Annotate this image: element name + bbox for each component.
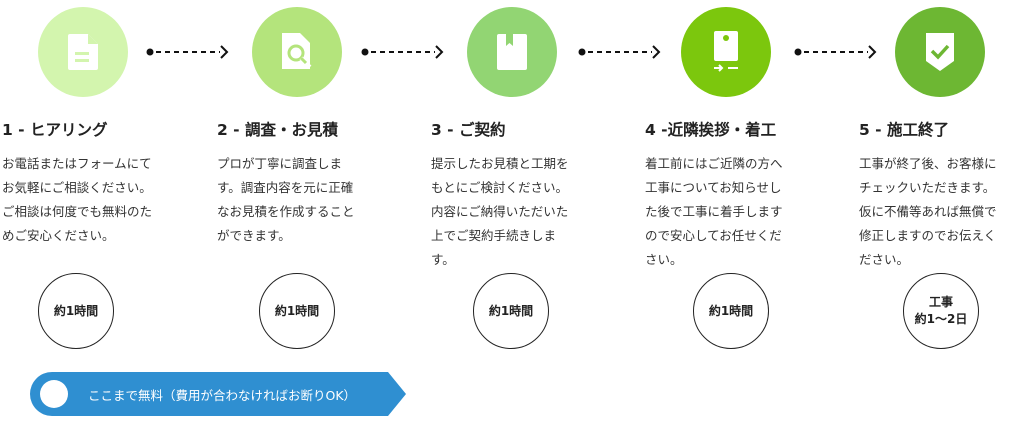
- duration-badge: 約1時間: [693, 273, 769, 349]
- step-icon-5: [895, 7, 985, 97]
- document-search-icon: [282, 33, 312, 69]
- banner-label: ここまで無料（費用が合わなければお断りOK）: [88, 388, 357, 403]
- step-icon-3: [467, 7, 557, 97]
- step-title: 2 - 調査・お見積: [217, 121, 339, 139]
- step-title: 1 - ヒアリング: [2, 121, 108, 139]
- step-icon-1: [38, 7, 128, 97]
- duration-badge: 約1時間: [38, 273, 114, 349]
- step-description: 着工前にはご近隣の方へ 工事についてお知らせし た後で工事に着手します ので安心…: [645, 156, 783, 267]
- step-1: 1 - ヒアリングお電話またはフォームにて お気軽にご相談ください。 ご相談は何…: [2, 118, 182, 248]
- step-4: 4 -近隣挨拶・着工着工前にはご近隣の方へ 工事についてお知らせし た後で工事に…: [645, 118, 825, 272]
- dotted-arrow-icon: [146, 45, 229, 59]
- step-description: プロが丁寧に調査しま す。調査内容を元に正確 なお見積を作成すること ができます…: [217, 156, 355, 243]
- step-icon-4: [681, 7, 771, 97]
- step-icon-2: [252, 7, 342, 97]
- door-install-icon: [714, 31, 738, 72]
- dotted-arrow-icon: [361, 45, 444, 59]
- duration-badge: 約1時間: [473, 273, 549, 349]
- step-description: お電話またはフォームにて お気軽にご相談ください。 ご相談は何度でも無料のた め…: [2, 156, 153, 243]
- step-5: 5 - 施工終了工事が終了後、お客様に チェックいただきます。 仮に不備等あれば…: [859, 118, 1024, 272]
- banner-arrow-shape: [30, 372, 406, 416]
- dotted-arrow-icon: [794, 45, 877, 59]
- step-description: 提示したお見積と工期を もとにご検討ください。 内容にご納得いただいた 上でご契…: [431, 156, 569, 267]
- step-title: 4 -近隣挨拶・着工: [645, 121, 777, 139]
- document-icon: [68, 34, 98, 70]
- step-description: 工事が終了後、お客様に チェックいただきます。 仮に不備等あれば無償で 修正しま…: [859, 156, 997, 267]
- step-title: 5 - 施工終了: [859, 121, 950, 139]
- step-3: 3 - ご契約提示したお見積と工期を もとにご検討ください。 内容にご納得いただ…: [431, 118, 611, 272]
- step-2: 2 - 調査・お見積プロが丁寧に調査しま す。調査内容を元に正確 なお見積を作成…: [217, 118, 397, 248]
- duration-badge: 工事 約1〜2日: [903, 273, 979, 349]
- bookmark-book-icon: [497, 34, 527, 70]
- dotted-arrow-icon: [578, 45, 661, 59]
- duration-badge: 約1時間: [259, 273, 335, 349]
- step-title: 3 - ご契約: [431, 121, 506, 139]
- shield-check-icon: [926, 33, 954, 71]
- free-notice-banner: ここまで無料（費用が合わなければお断りOK）: [30, 372, 406, 416]
